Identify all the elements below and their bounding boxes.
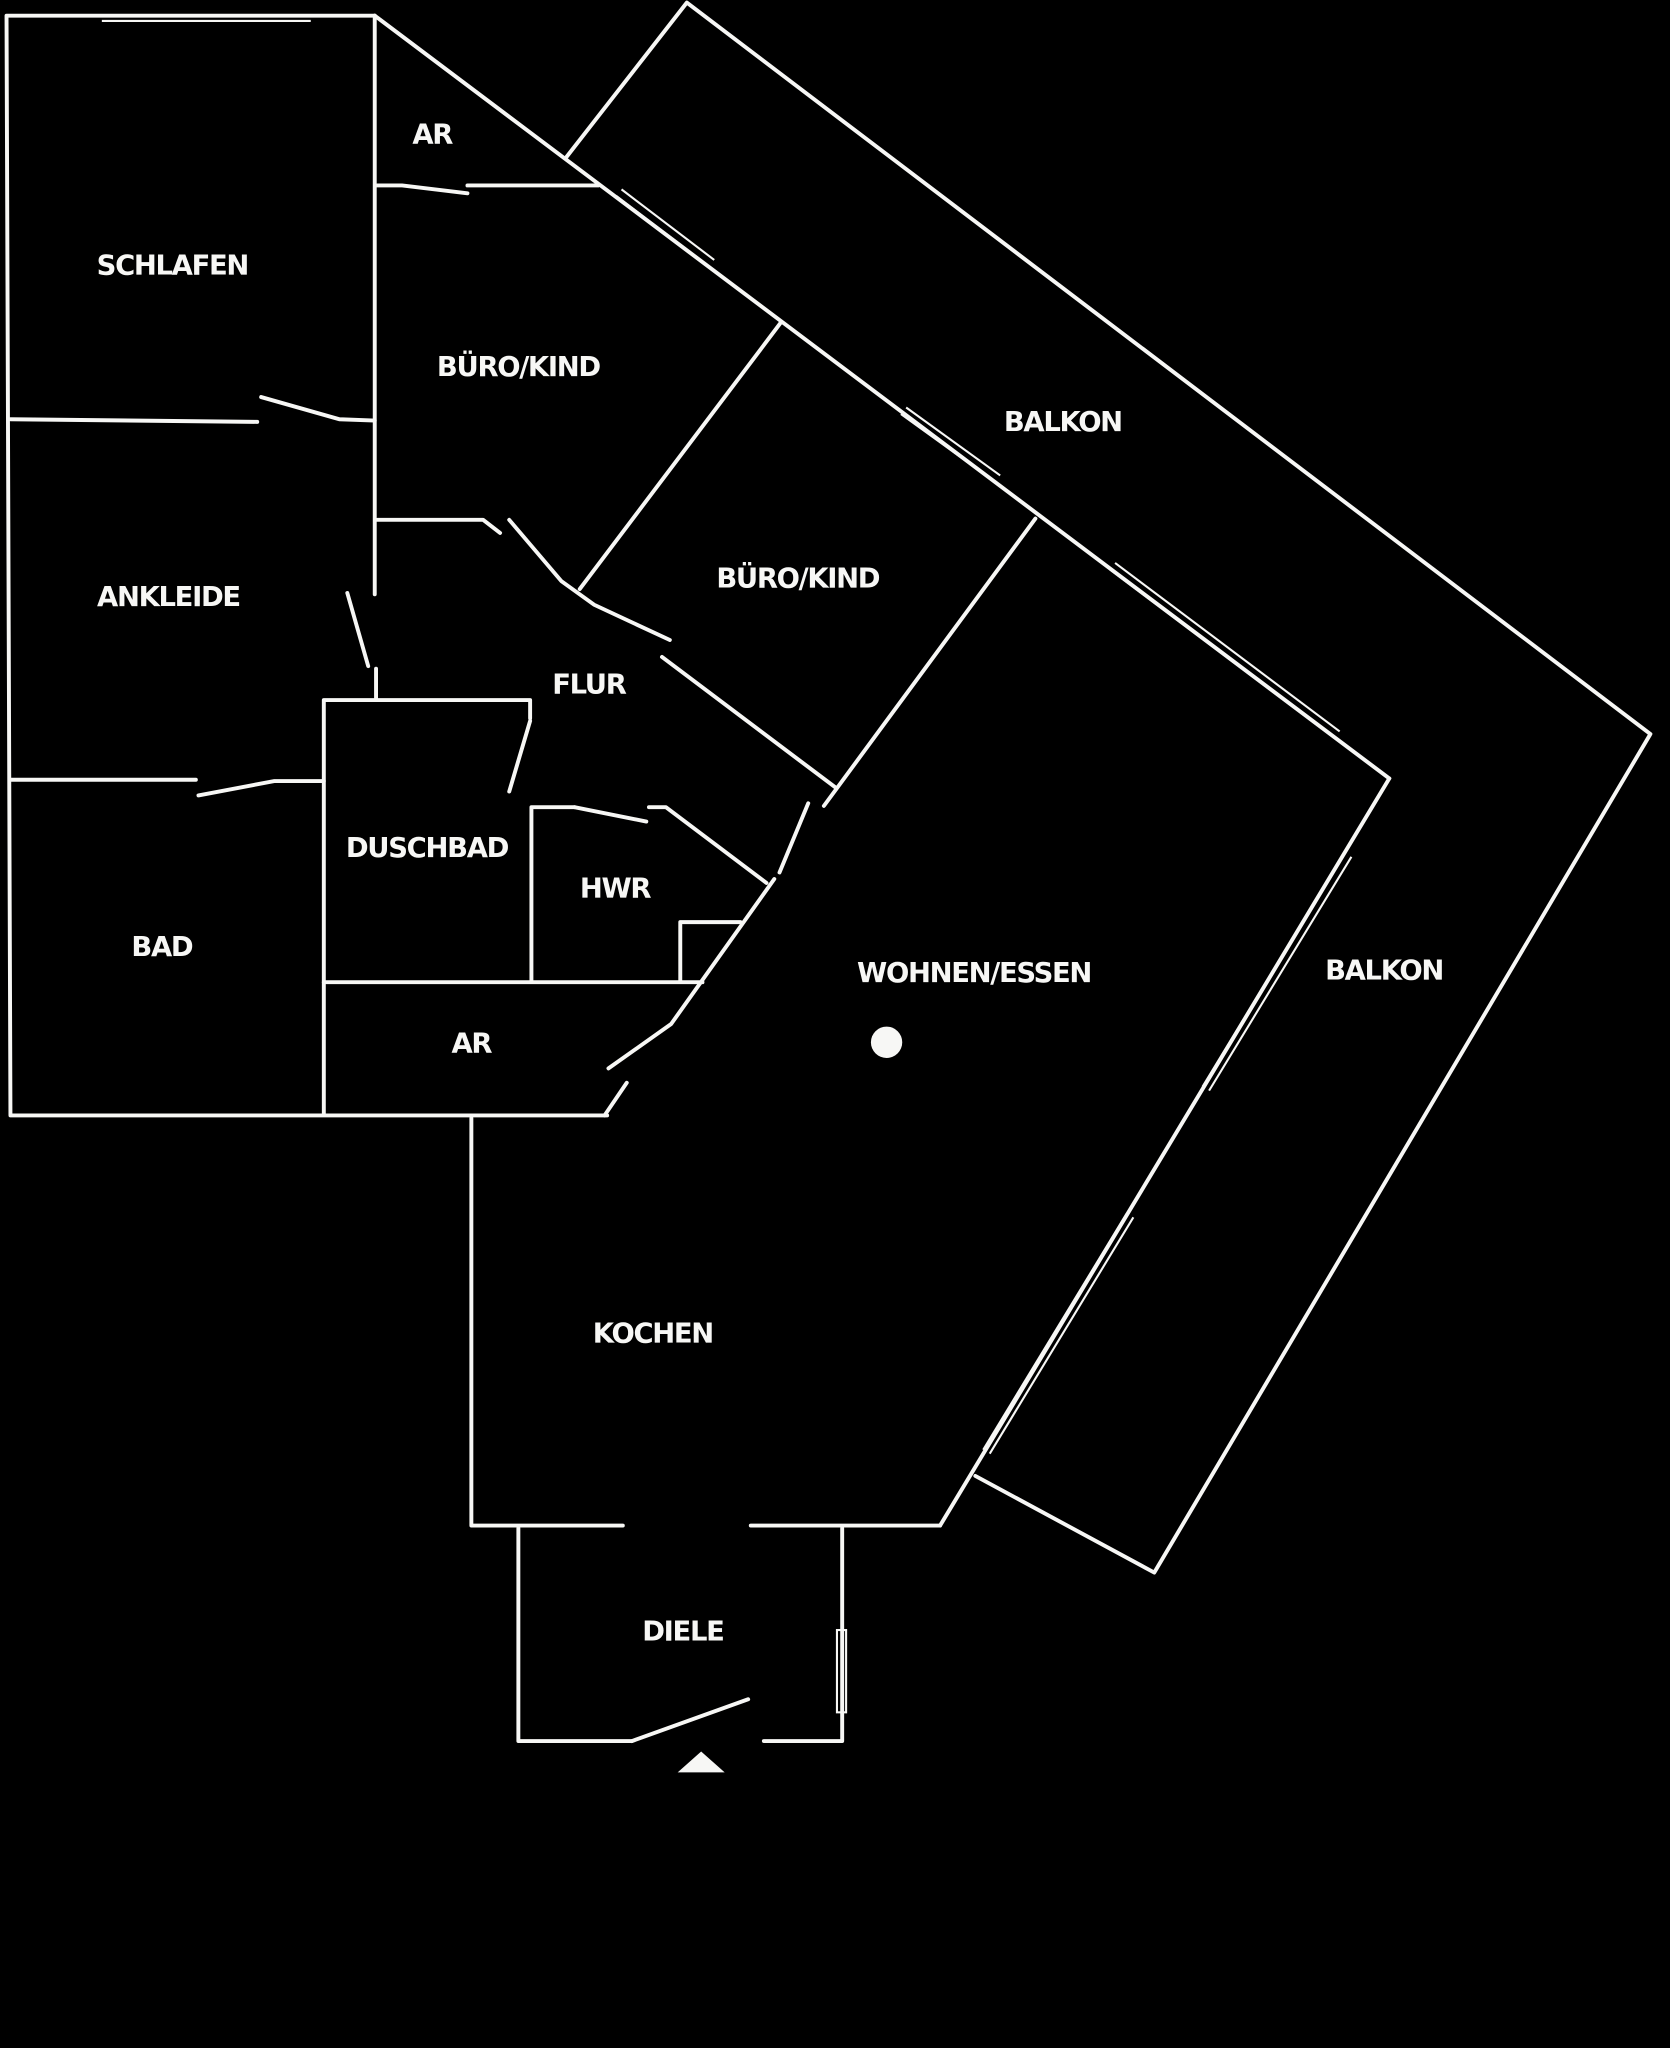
wall-duschbad	[321, 698, 533, 1117]
door-wohnen[interactable]	[777, 801, 811, 875]
wall-diele-east	[761, 1526, 845, 1744]
door-schlafen[interactable]	[259, 395, 377, 423]
balcony-outline	[564, 0, 1653, 1575]
door-ar-top[interactable]	[375, 183, 470, 196]
window-diele	[835, 1628, 848, 1714]
room-labels: SCHLAFEN AR BÜRO/KIND BALKON ANKLEIDE BÜ…	[97, 120, 1445, 1648]
wall-schlafen-ankleide	[8, 417, 260, 424]
door-entrance[interactable]	[630, 1697, 751, 1744]
wall-left-outer	[4, 13, 610, 1118]
door-buero1[interactable]	[507, 517, 672, 642]
wall-flur-buero2	[660, 655, 838, 790]
wall-hwr-wohnen-diag	[606, 877, 777, 1071]
room-label-hwr: HWR	[580, 873, 652, 904]
door-bad[interactable]	[196, 779, 326, 798]
wall-buero2-wohnen	[821, 516, 1038, 808]
room-label-flur: FLUR	[552, 670, 627, 701]
room-label-ar-bottom: AR	[452, 1029, 493, 1060]
room-label-schlafen: SCHLAFEN	[97, 250, 248, 281]
room-label-balkon-top: BALKON	[1004, 407, 1122, 438]
door-ar-bottom[interactable]	[602, 1080, 629, 1118]
position-dot-icon	[870, 1026, 903, 1058]
entrance-arrow-icon	[677, 1751, 725, 1773]
wall-buero1-south	[375, 517, 503, 535]
windows-southeast	[982, 852, 1353, 1455]
wall-kochen-west	[469, 1116, 625, 1528]
room-label-kochen: KOCHEN	[593, 1319, 713, 1350]
room-label-bad: BAD	[131, 932, 192, 963]
room-label-buero-kind-1: BÜRO/KIND	[437, 350, 600, 383]
room-label-ar-top: AR	[412, 120, 453, 151]
wall-hwr-east	[646, 805, 769, 885]
room-label-diele: DIELE	[642, 1616, 723, 1647]
door-hwr[interactable]	[572, 805, 649, 824]
shaft-hwr	[678, 920, 743, 983]
room-label-balkon-right: BALKON	[1325, 956, 1443, 987]
door-duschbad[interactable]	[507, 719, 533, 794]
room-label-duschbad: DUSCHBAD	[346, 833, 509, 864]
room-label-ankleide: ANKLEIDE	[97, 582, 240, 613]
windows-northeast	[615, 188, 1341, 739]
wall-diele-west	[516, 1526, 634, 1744]
walls	[4, 0, 1653, 1744]
room-label-wohnen-essen: WOHNEN/ESSEN	[857, 958, 1091, 989]
door-ankleide[interactable]	[345, 591, 371, 669]
wall-buero-divider	[577, 320, 783, 592]
wall-hwr-west	[529, 805, 577, 983]
room-label-buero-kind-2: BÜRO/KIND	[716, 562, 879, 595]
